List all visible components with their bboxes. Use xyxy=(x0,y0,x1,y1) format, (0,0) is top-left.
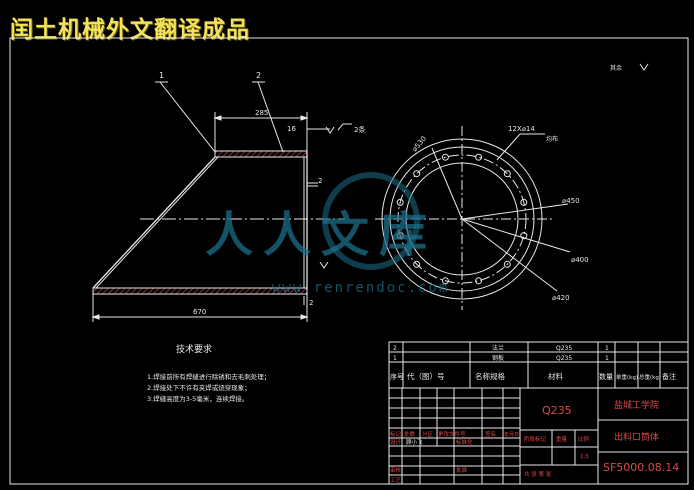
bom-row-2-material: Q235 xyxy=(556,345,572,352)
top-band xyxy=(214,150,308,158)
tb-marker: 标记 xyxy=(390,430,402,438)
tb-school: 盐城工学院 xyxy=(614,399,659,411)
bolt-hole xyxy=(441,153,449,161)
tb-sheets: 共 张 第 张 xyxy=(524,470,552,478)
watermark-url: www.renrendoc.com xyxy=(272,280,450,296)
roughness-symbol xyxy=(639,63,649,71)
tb-material: Q235 xyxy=(542,404,572,417)
bom-header-qty: 数量 xyxy=(599,372,613,381)
bom-header-material: 材料 xyxy=(548,371,563,381)
drawing-frame xyxy=(9,37,689,485)
tb-part-name: 出料口筒体 xyxy=(614,431,659,443)
bom-row-1-name: 钢板 xyxy=(492,354,504,362)
bom-header-total-weight: 总重(kg) xyxy=(639,373,661,381)
tb-weight: 重量 xyxy=(556,435,568,443)
dim-d420: ⌀420 xyxy=(552,294,570,302)
hole-note: 12X⌀14 xyxy=(508,125,535,133)
bolt-hole xyxy=(520,198,528,206)
bolt-hole xyxy=(503,170,511,178)
dim-bottom-width: 670 xyxy=(193,308,206,316)
callout-1: 1 xyxy=(159,71,164,80)
tech-item-3: 3.焊缝高度为3-5毫米，连续焊接。 xyxy=(147,394,248,403)
title-block xyxy=(388,387,689,485)
tb-designer: 顾小飞 xyxy=(406,438,423,446)
tech-item-2: 2.焊接处下不许有夹焊或烧穿现象； xyxy=(147,383,251,392)
bom-header-name: 名称规格 xyxy=(475,371,505,381)
tb-standardize: 标准化 xyxy=(456,438,473,446)
tb-sign: 签名 xyxy=(485,430,496,438)
bom-row-1-material: Q235 xyxy=(556,355,572,362)
dim-thickness-2: 2 xyxy=(309,299,313,307)
dim-d400: ⌀400 xyxy=(571,256,589,264)
tb-drawing-no: SF5000.08.14 xyxy=(603,461,679,474)
dim-top-width: 285 xyxy=(255,109,268,117)
bolt-hole xyxy=(475,277,483,285)
weld-note: 2条 xyxy=(354,125,365,134)
bom-row-2-no: 2 xyxy=(393,345,397,352)
cone-side-view xyxy=(91,81,352,322)
tb-zone: 分区 xyxy=(422,430,434,438)
dim-thickness-1: 2 xyxy=(318,177,322,185)
tb-count: 处数 xyxy=(404,430,416,438)
watermark-ring xyxy=(322,172,420,270)
dim-pitch-diameter: ⌀530 xyxy=(411,135,428,154)
hole-subnote: 均布 xyxy=(546,135,558,143)
tb-stage-mark: 阶段标记 xyxy=(524,435,547,443)
bom-row-1-qty: 1 xyxy=(605,355,609,362)
bom-table xyxy=(388,341,689,389)
bolt-hole xyxy=(441,277,449,285)
bom-row-2-name: 法兰 xyxy=(492,344,504,352)
bom-row-1-no: 1 xyxy=(393,355,397,362)
bolt-hole xyxy=(413,260,421,268)
tech-title: 技术要求 xyxy=(176,343,212,355)
dim-d450: ⌀450 xyxy=(562,197,580,205)
watermark-text: 人人文库 xyxy=(205,207,438,263)
tb-process: 工艺 xyxy=(390,477,402,484)
bom-header-remark: 备注 xyxy=(662,372,676,381)
tb-audit: 审核 xyxy=(390,466,402,474)
bolt-hole xyxy=(503,260,511,268)
tb-scale: 比例 xyxy=(578,435,590,443)
watermark-banner: 闰土机械外文翻译成品 xyxy=(10,17,250,43)
tb-approve: 批准 xyxy=(456,466,468,474)
roughness-note: 其余 xyxy=(610,64,622,72)
bolt-hole xyxy=(475,153,483,161)
bolt-hole xyxy=(520,232,528,240)
tb-design: 设计 xyxy=(390,438,402,446)
tech-item-1: 1.焊接前所有焊缝进行除锈和去毛刺处理； xyxy=(147,372,270,381)
bom-header-unit-weight: 单重(kg) xyxy=(616,373,638,381)
bom-header-code: 代（图）号 xyxy=(407,371,445,381)
callout-2: 2 xyxy=(256,71,261,80)
bom-row-2-qty: 1 xyxy=(605,345,609,352)
bolt-hole xyxy=(413,170,421,178)
bom-header-no: 序号 xyxy=(390,372,404,381)
tb-change-doc: 更改文件号 xyxy=(438,430,466,438)
tb-date: 年月日 xyxy=(504,431,519,438)
tb-scale-value: 1:5 xyxy=(580,454,589,460)
dim-small: 16 xyxy=(287,125,296,133)
